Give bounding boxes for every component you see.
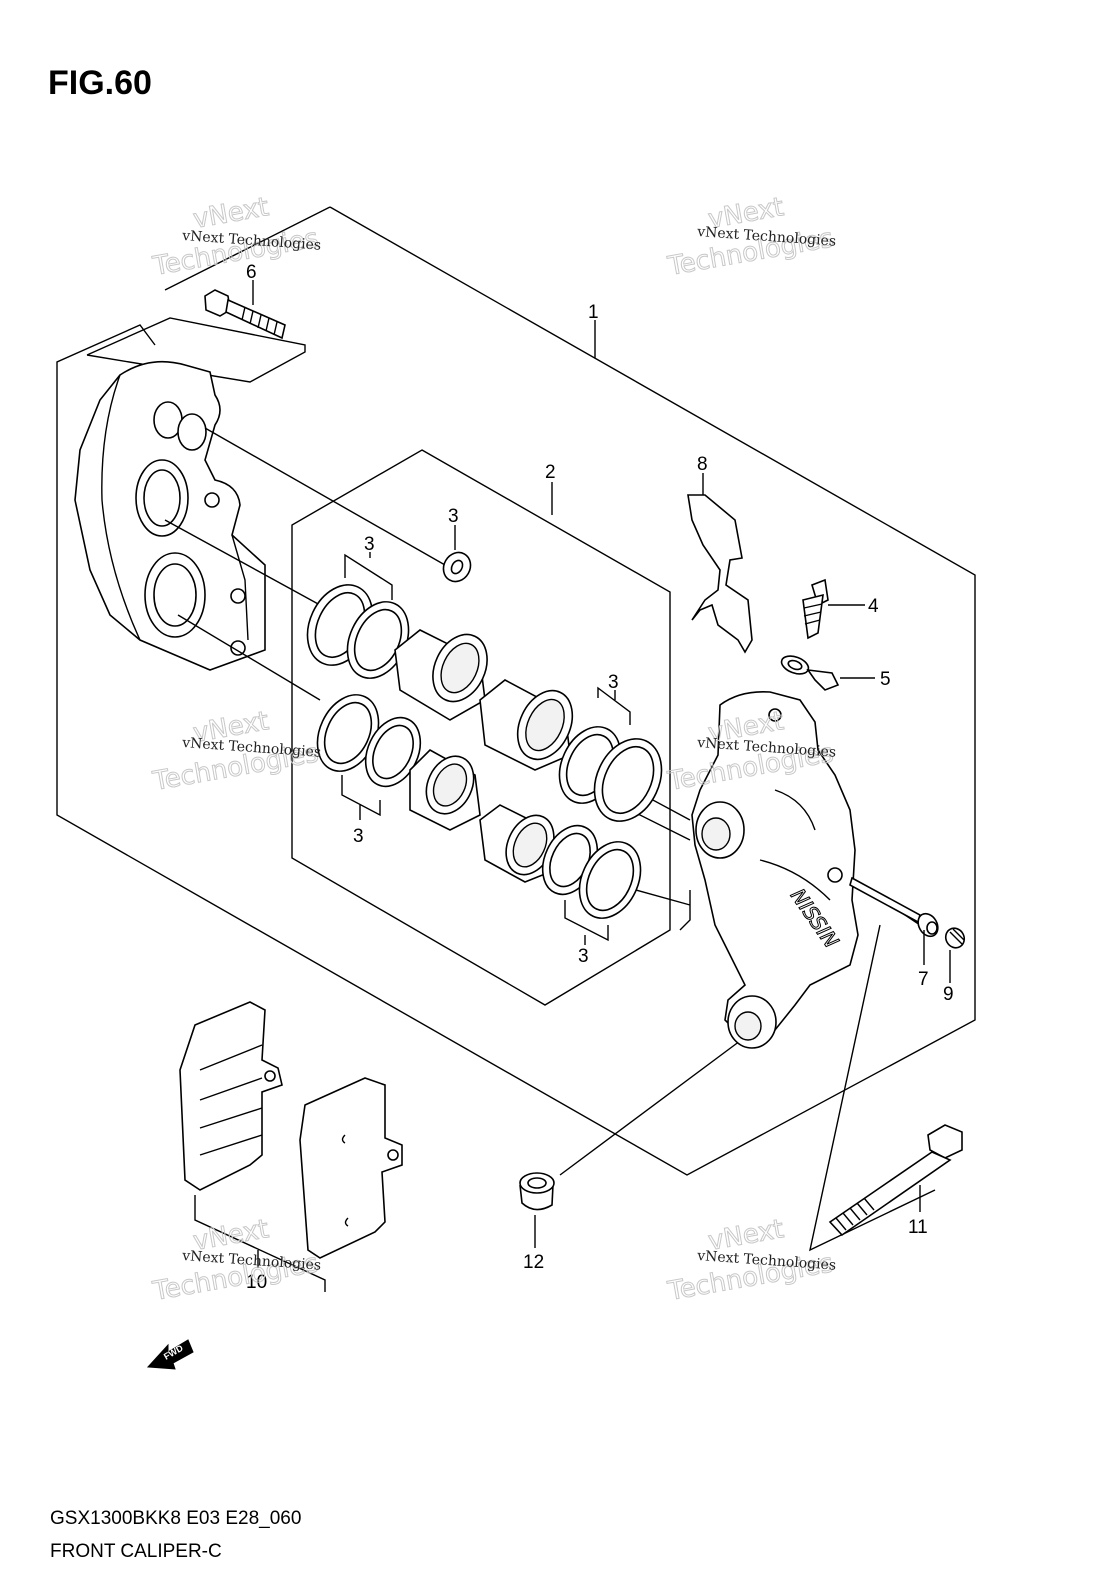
callout-numbers: 1 2 3 3 3 3 3 4 5 6 7 8 9 10 11 12	[246, 262, 954, 1293]
callout-3a: 3	[448, 506, 459, 527]
mounting-bolt-11	[828, 1124, 963, 1237]
watermark-top-right: vNext Technologies vNext Technologies	[665, 192, 837, 283]
seal-group-brackets	[341, 553, 631, 942]
callout-12: 12	[523, 1252, 544, 1273]
callout-3d: 3	[353, 826, 364, 847]
bleeder-valve-4	[802, 578, 829, 640]
callout-2: 2	[545, 462, 556, 483]
callout-3c: 3	[608, 672, 619, 693]
piston-kit-frame-2	[291, 449, 671, 1006]
watermark-bottom-right: vNext Technologies vNext Technologies	[665, 1214, 837, 1308]
diagram-name-label: FRONT CALIPER-C	[50, 1541, 222, 1562]
pin-plug-9	[944, 927, 966, 949]
callout-3b: 3	[364, 534, 375, 555]
watermark-mid-left: vNext Technologies vNext Technologies	[150, 706, 322, 798]
model-code-label: GSX1300BKK8 E03 E28_060	[50, 1508, 302, 1529]
watermark-top-left: vNext Technologies vNext Technologies	[150, 192, 322, 283]
forward-direction-arrow: FWD	[146, 1339, 194, 1370]
assembly-frame-1-top	[164, 206, 331, 291]
assembly-guide-lines	[164, 427, 936, 1252]
callout-3e: 3	[578, 946, 589, 967]
bleeder-cap-5	[780, 655, 840, 691]
figure-title: FIG.60	[48, 64, 152, 102]
callout-leader-lines	[252, 280, 951, 1268]
callout-9: 9	[943, 984, 954, 1005]
callout-1: 1	[588, 302, 599, 323]
callout-11: 11	[908, 1217, 928, 1238]
callout-7: 7	[918, 969, 929, 990]
watermark-bottom-left: vNext Technologies vNext Technologies	[150, 1214, 322, 1308]
caliper-inner-half	[74, 360, 266, 671]
pad-spring-8	[687, 494, 753, 654]
callout-5: 5	[880, 669, 891, 690]
callout-4: 4	[868, 596, 879, 617]
bolt-6	[86, 289, 306, 383]
caliper-outer-half: NISSIN	[691, 690, 859, 1049]
assembly-frame-1	[56, 206, 976, 1176]
callout-6: 6	[246, 262, 257, 283]
sleeve-12	[519, 1172, 555, 1211]
pad-pin-7	[849, 876, 939, 938]
callout-10: 10	[246, 1272, 267, 1293]
seal-rings-and-pistons	[306, 551, 663, 919]
brake-pads-10	[179, 1001, 403, 1292]
callout-8: 8	[697, 454, 708, 475]
